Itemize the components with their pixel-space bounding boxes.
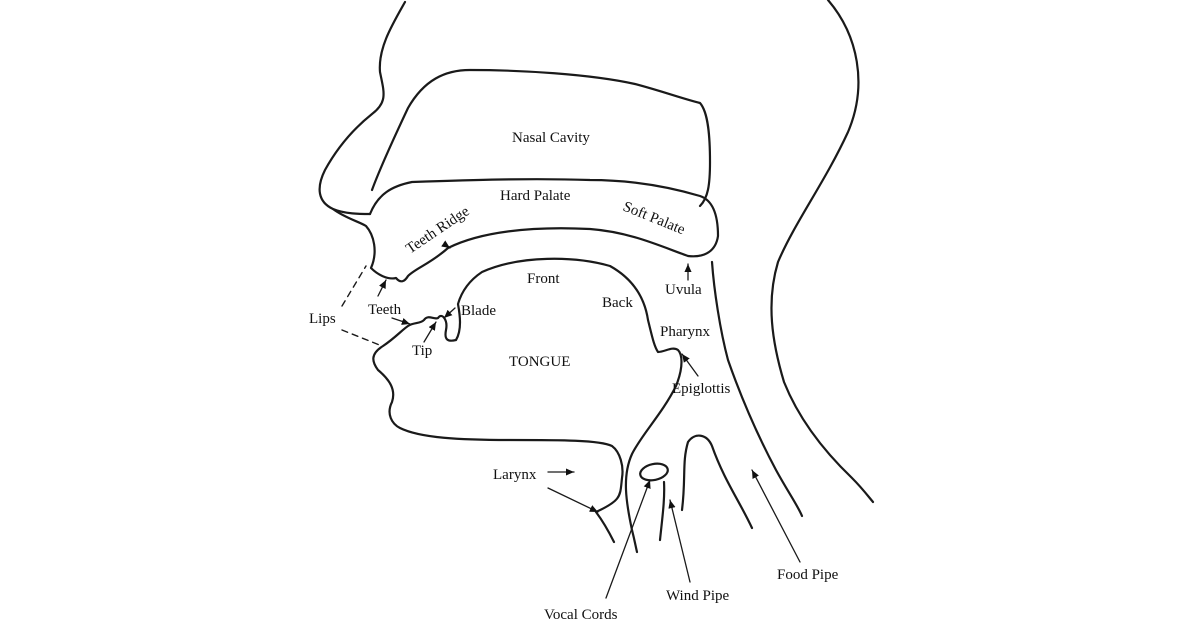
label-soft-palate: Soft Palate xyxy=(621,199,688,238)
windpipe-foodpipe-outline xyxy=(660,436,752,540)
label-back: Back xyxy=(602,295,633,311)
label-hard-palate: Hard Palate xyxy=(500,188,571,204)
label-front: Front xyxy=(527,271,560,287)
larynx-lower-arrow xyxy=(548,488,598,512)
lips-pointer-upper xyxy=(342,266,366,306)
label-food-pipe: Food Pipe xyxy=(777,567,839,583)
vocal-cords-shape xyxy=(639,461,670,482)
label-uvula: Uvula xyxy=(665,282,702,298)
lips-pointer-lower xyxy=(342,330,382,346)
teeth-lower-arrow xyxy=(392,318,410,324)
label-lips: Lips xyxy=(309,311,336,327)
teeth-arrow xyxy=(378,280,386,296)
label-larynx: Larynx xyxy=(493,467,537,483)
label-epiglottis: Epiglottis xyxy=(672,381,731,397)
blade-arrow xyxy=(444,308,455,318)
label-wind-pipe: Wind Pipe xyxy=(666,588,729,604)
label-tip: Tip xyxy=(412,343,432,359)
face-profile-outline xyxy=(320,2,405,214)
food-pipe-arrow xyxy=(752,470,800,562)
head-neck-back-outline xyxy=(771,0,873,502)
wind-pipe-arrow xyxy=(670,500,690,582)
tongue-outline xyxy=(373,259,681,552)
epiglottis-arrow xyxy=(682,354,698,376)
label-nasal-cavity: Nasal Cavity xyxy=(512,130,590,146)
label-tongue: TONGUE xyxy=(509,354,570,370)
tip-arrow xyxy=(424,322,436,342)
label-teeth: Teeth xyxy=(368,302,402,318)
label-teeth-ridge: Teeth Ridge xyxy=(403,203,472,257)
label-vocal-cords: Vocal Cords xyxy=(544,607,618,623)
label-blade: Blade xyxy=(461,303,496,319)
label-pharynx: Pharynx xyxy=(660,324,710,340)
teeth-ridge-arrow xyxy=(444,244,450,248)
